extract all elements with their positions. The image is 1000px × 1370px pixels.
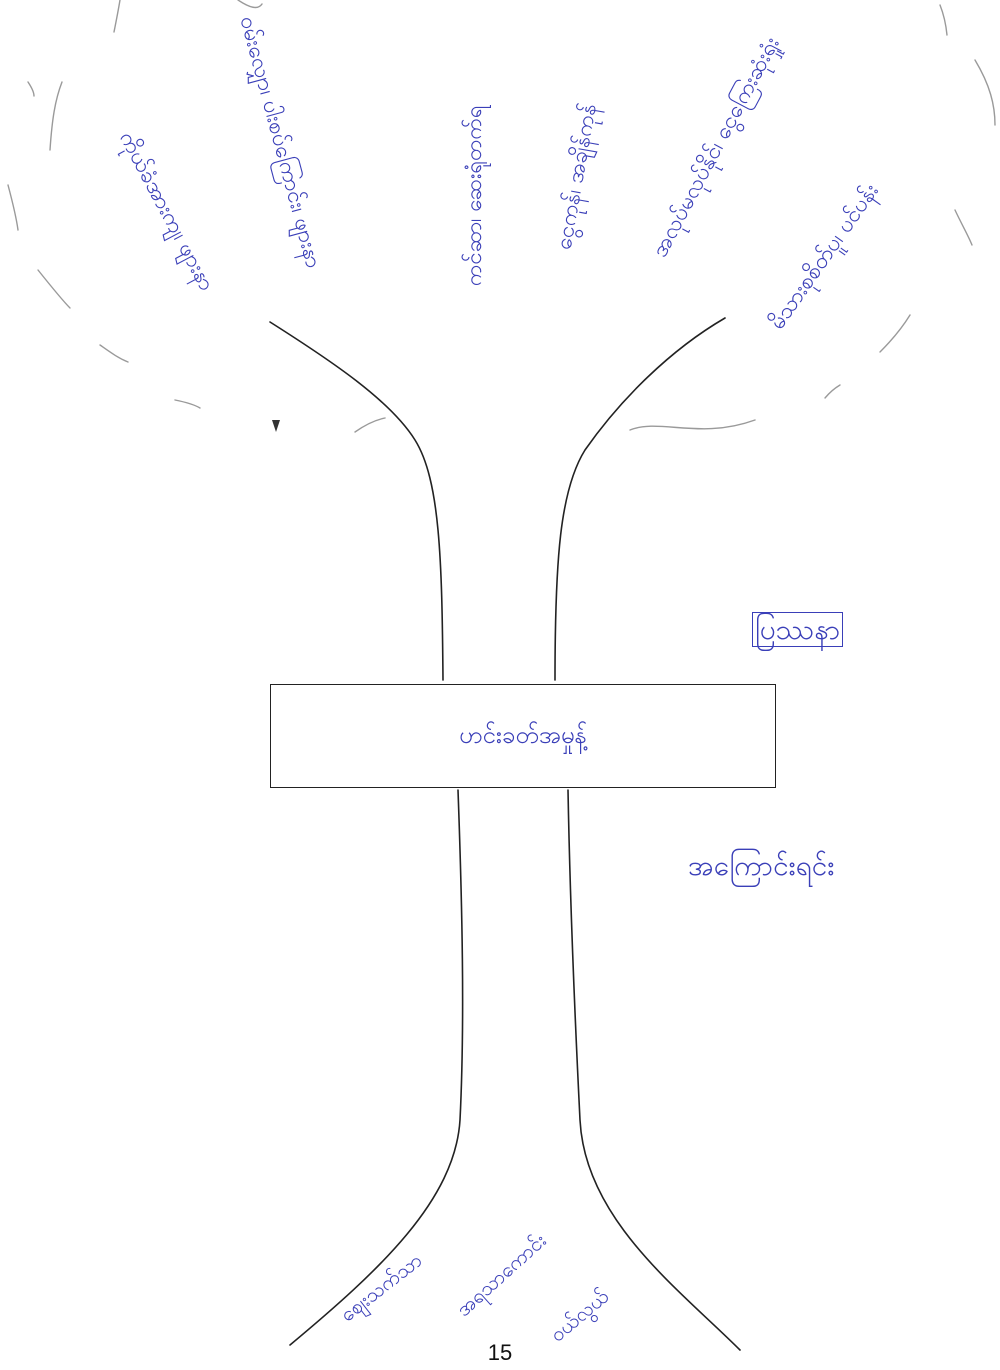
cause-label: အကြောင်းရင်း xyxy=(688,852,834,880)
sketch-stroke xyxy=(114,0,120,32)
sketch-stroke xyxy=(940,5,947,35)
central-topic-label: ဟင်းခတ်အမှုန့် xyxy=(271,719,775,755)
sketch-stroke xyxy=(955,210,972,245)
problem-label-text: ပြဿနာ xyxy=(752,612,843,647)
page-number: 15 xyxy=(478,1340,522,1366)
arrow-mark xyxy=(272,420,280,432)
sketch-stroke xyxy=(175,400,200,408)
tree-right-edge xyxy=(555,318,725,680)
central-topic-box: ဟင်းခတ်အမှုန့် xyxy=(270,684,776,788)
sketch-stroke xyxy=(630,420,755,430)
sketch-stroke xyxy=(28,82,34,96)
sketch-stroke xyxy=(825,385,840,398)
sketch-stroke xyxy=(355,418,385,432)
sketch-stroke xyxy=(975,60,995,125)
sketch-stroke xyxy=(880,315,910,352)
sketch-stroke xyxy=(100,345,128,362)
tree-left-edge xyxy=(270,322,443,680)
leaf-label: ကင်ဆာ၊ ဆေးရုံတက်ရ xyxy=(464,36,486,286)
sketch-stroke xyxy=(238,0,262,7)
problem-label: ပြဿနာ xyxy=(752,616,843,644)
sketch-stroke xyxy=(38,270,70,308)
sketch-stroke xyxy=(8,185,18,230)
trunk-left-lower xyxy=(290,790,463,1345)
sketch-stroke xyxy=(50,82,62,150)
